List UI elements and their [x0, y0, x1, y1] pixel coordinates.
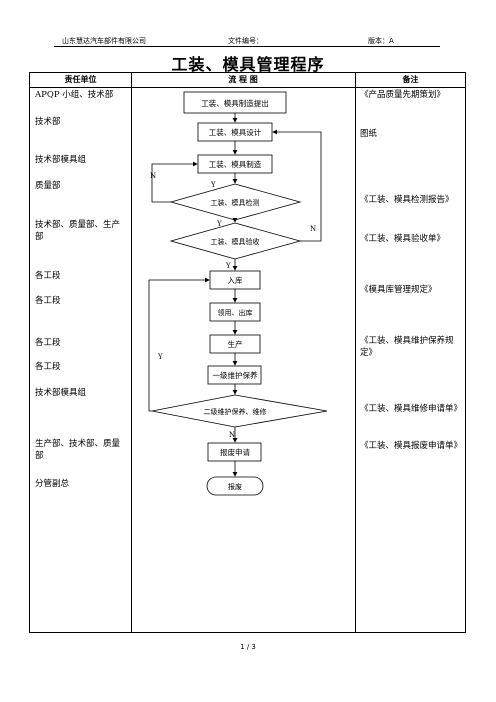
- remark-scrap-form: 《工装、模具报废申请单》: [360, 441, 463, 451]
- flow-step-level1-label: 一级维护保养: [213, 370, 258, 380]
- responsible-apqp: APQP 小组、技术部: [35, 90, 114, 100]
- responsible-section-2: 各工段: [35, 296, 61, 306]
- flow-step-warehouse-label: 入库: [228, 275, 243, 285]
- column-divider: [355, 73, 356, 632]
- column-header-remarks: 备注: [402, 74, 419, 84]
- flow-step-proposal-label: 工装、模具制造提出: [201, 98, 269, 108]
- responsible-mold-group: 技术部模具组: [35, 155, 87, 165]
- remark-apqp: 《产品质量先期策划》: [360, 90, 446, 100]
- responsible-tech: 技术部: [35, 117, 61, 127]
- flow-step-manufacture-label: 工装、模具制造: [209, 159, 262, 169]
- responsible-section-4: 各工段: [35, 362, 61, 372]
- remark-warehouse-rules: 《模具库管理规定》: [360, 285, 437, 295]
- header-divider: [54, 46, 440, 47]
- responsible-vice-gm: 分管副总: [35, 479, 70, 489]
- remark-maintenance-rules: 《工装、模具维护保养规定》: [360, 336, 454, 358]
- remark-repair-form: 《工装、模具维修申请单》: [360, 404, 463, 414]
- header-row-divider: [30, 87, 465, 88]
- remark-drawing: 图纸: [360, 129, 378, 139]
- flow-step-scrap-apply: [207, 442, 262, 462]
- flowchart: 工装、模具制造提出 工装、模具设计 工装、模具制造 工装、模具检测 工装、模具验…: [148, 91, 328, 496]
- flow-end-scrap: [206, 476, 264, 496]
- page-number: 1 / 3: [240, 643, 256, 651]
- header-version: 版本：A: [368, 37, 394, 45]
- flow-label-y-inspection: Y: [216, 220, 222, 228]
- header-doc-number: 文件编号：: [228, 37, 263, 45]
- flow-label-y-inspection-top: Y: [210, 181, 216, 189]
- flow-decision-inspection-label: 工装、模具检测: [211, 198, 260, 207]
- column-header-responsible: 责任单位: [64, 74, 97, 84]
- remark-acceptance-form: 《工装、模具验收单》: [360, 234, 446, 244]
- responsible-scrap-apply: 生产部、技术部、质量部: [35, 439, 121, 461]
- flow-label-y-level2: Y: [157, 353, 163, 361]
- flow-step-scrap-apply-label: 报废申请: [220, 447, 250, 457]
- responsible-section-1: 各工段: [35, 271, 61, 281]
- flow-label-n-acceptance: N: [310, 225, 316, 233]
- flow-label-n-inspection: N: [150, 172, 156, 180]
- procedure-table: 责任单位 流 程 图 备注 APQP 小组、技术部 技术部 技术部模具组 质量部…: [29, 72, 466, 633]
- flow-label-n-level2: N: [229, 431, 235, 439]
- flow-step-design-label: 工装、模具设计: [209, 127, 262, 137]
- flow-step-level1-maintenance: [207, 365, 262, 385]
- responsible-section-3: 各工段: [35, 338, 61, 348]
- responsible-quality: 质量部: [35, 181, 61, 191]
- remark-inspection-report: 《工装、模具检测报告》: [360, 195, 454, 205]
- flow-decision-acceptance-label: 工装、模具验收: [211, 237, 260, 246]
- flow-step-production-label: 生产: [228, 339, 243, 349]
- flow-step-checkout-label: 领用、出库: [218, 308, 253, 317]
- responsible-mold-group-2: 技术部模具组: [35, 388, 87, 398]
- flow-decision-level2-label: 二级维护保养、维修: [204, 407, 267, 416]
- page-title: 工装、模具管理程序: [171, 55, 325, 74]
- flow-end-scrap-label: 报废: [228, 482, 242, 491]
- header-company: 山东慧达汽车部件有限公司: [62, 37, 146, 45]
- flow-label-y-acceptance: Y: [225, 262, 231, 270]
- responsible-acceptance: 技术部、质量部、生产部: [35, 220, 121, 242]
- column-divider: [131, 73, 132, 632]
- column-header-flow: 流 程 图: [228, 74, 258, 84]
